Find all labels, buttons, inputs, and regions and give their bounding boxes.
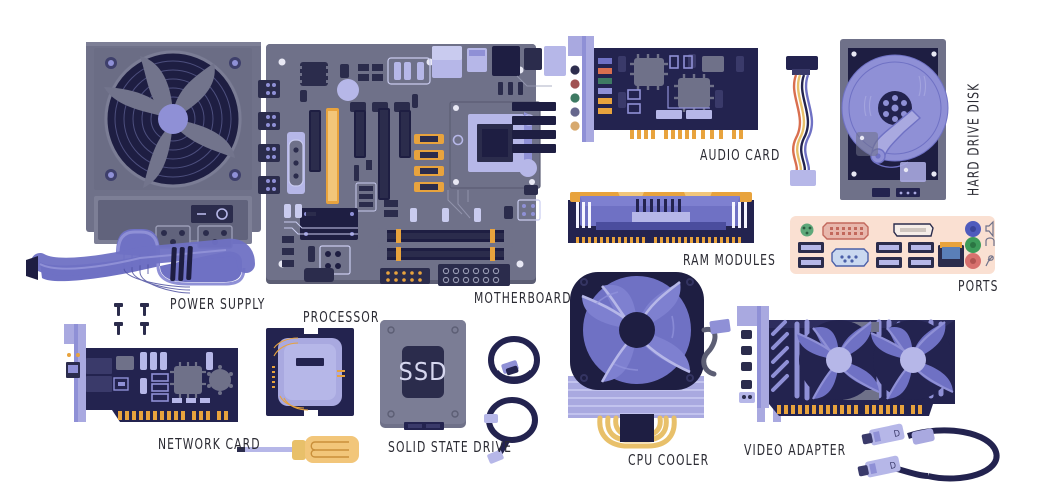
label-hard-drive-disk: HARD DRIVE DISK [965, 82, 983, 196]
part-motherboard [258, 40, 566, 290]
ssd-face-text: SSD [399, 357, 448, 386]
part-screwdriver [237, 430, 367, 470]
headphone-icon [985, 237, 995, 246]
usb-ports-left [798, 242, 824, 268]
part-processor [264, 326, 358, 420]
part-sata-power-cable [782, 56, 830, 186]
fan-blades [104, 56, 235, 188]
dvi-port [822, 222, 869, 240]
label-audio-card: AUDIO CARD [700, 146, 781, 164]
speaker-icon [985, 220, 994, 238]
hdmi-port [893, 223, 934, 237]
part-network-card [56, 322, 256, 432]
label-network-card: NETWORK CARD [158, 435, 261, 453]
part-ports-panel [790, 216, 995, 274]
label-motherboard: MOTHERBOARD [474, 289, 572, 307]
part-cpu-cooler [548, 268, 738, 449]
ethernet-port [938, 242, 964, 267]
label-ram-modules: RAM MODULES [683, 251, 776, 269]
part-sata-data-cable-1 [484, 334, 544, 390]
label-ports: PORTS [958, 277, 999, 295]
usb-ports-mid [876, 242, 934, 268]
svg-text:D: D [889, 461, 897, 472]
vga-port [831, 248, 869, 267]
label-processor: PROCESSOR [303, 308, 380, 326]
label-solid-state-drive: SOLID STATE DRIVE [388, 438, 512, 456]
label-power-supply: POWER SUPPLY [170, 295, 266, 313]
audio-jacks [965, 221, 981, 269]
label-cpu-cooler: CPU COOLER [628, 451, 710, 469]
label-video-adapter: VIDEO ADAPTER [744, 441, 847, 459]
svg-text:D: D [893, 429, 901, 440]
ps2-port [800, 223, 814, 237]
part-display-cable: D D [850, 418, 1010, 490]
part-sata-data-cable-2 [482, 396, 544, 464]
part-video-adapter [733, 304, 983, 434]
part-ram-modules [566, 186, 756, 252]
psu-cable-bundle [26, 229, 255, 294]
part-screws [110, 303, 170, 339]
part-hard-drive-disk [838, 36, 958, 206]
part-audio-card [560, 34, 775, 149]
part-solid-state-drive: SSD [378, 318, 470, 434]
audio-jacks [570, 65, 580, 131]
part-power-supply [26, 40, 328, 300]
